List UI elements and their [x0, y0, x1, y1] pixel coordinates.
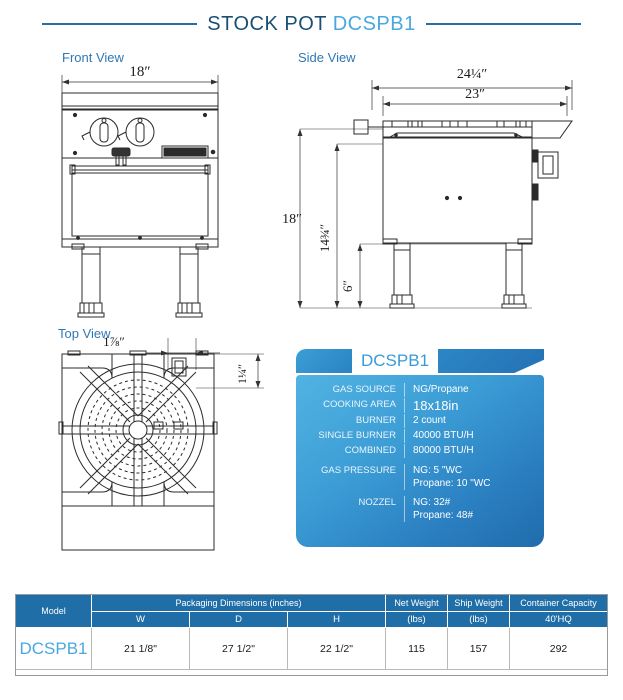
spec-key-combined: COMBINED — [344, 445, 396, 456]
side-view-body-height-dimension: 14¾″ — [317, 224, 332, 252]
spec-value-gas-source: NG/Propane — [404, 383, 534, 397]
col-header-ship-weight: Ship Weight — [447, 594, 510, 612]
spec-key-nozzel: NOZZEL — [358, 497, 396, 508]
page-title-model: DCSPB1 — [332, 12, 416, 35]
col-header-packaging-dimensions: Packaging Dimensions (inches) — [91, 594, 386, 612]
spec-value-gas-pressure-ng: NG: 5 "WC — [413, 465, 463, 476]
side-view-drawing: 24¼″ 23″ 18″ 14¾″ 6″ — [282, 67, 573, 309]
spec-card-model-title: DCSPB1 — [352, 349, 439, 373]
spec-value-gas-pressure: NG: 5 "WC Propane: 10 "WC — [404, 464, 534, 490]
specifications-card: DCSPB1 GAS SOURCE NG/Propane COOKING ARE… — [296, 349, 544, 547]
col-header-net-weight-unit: (lbs) — [385, 611, 448, 628]
title-rule-left — [42, 23, 198, 25]
packaging-table-head: Model Packaging Dimensions (inches) Net … — [15, 594, 608, 628]
spec-key-gas-pressure: GAS PRESSURE — [321, 465, 396, 476]
side-view-body-depth-dimension: 23″ — [465, 87, 485, 102]
spec-key-burner: BURNER — [355, 415, 396, 426]
spec-value-nozzel-propane: Propane: 48# — [413, 510, 474, 521]
col-header-net-weight-text: Net Weight — [394, 598, 439, 608]
table-header-row: Model Packaging Dimensions (inches) Net … — [15, 594, 608, 628]
col-header-height: H — [287, 611, 386, 628]
col-header-net-weight: Net Weight — [385, 594, 448, 612]
col-header-model: Model — [15, 594, 92, 628]
page-title-main: STOCK POT — [207, 12, 327, 35]
spec-key-single-burner: SINGLE BURNER — [318, 430, 396, 441]
side-view-overall-depth-dimension: 24¼″ — [457, 67, 488, 82]
table-subheader-row: W D H (lbs) (lbs) 40'HQ — [16, 611, 608, 628]
spec-value-burner: 2 count — [404, 414, 534, 428]
packaging-table-body: DCSPB1 21 1/8" 27 1/2" 22 1/2" 115 157 2… — [15, 627, 608, 670]
spec-rows: GAS SOURCE NG/Propane COOKING AREA 18x18… — [296, 383, 534, 522]
spec-value-nozzel: NG: 32# Propane: 48# — [404, 496, 534, 522]
spec-value-combined: 80000 BTU/H — [404, 444, 534, 458]
front-view-label: Front View — [62, 50, 124, 65]
col-header-width: W — [91, 611, 190, 628]
specifications-list: GAS SOURCE NG/Propane COOKING AREA 18x18… — [296, 375, 544, 547]
spec-row: NOZZEL NG: 32# Propane: 48# — [296, 496, 534, 522]
side-view-overall-height-dimension: 18″ — [282, 212, 302, 227]
spec-header-right-band — [438, 349, 544, 373]
page-title-bar: STOCK POT DCSPB1 — [0, 8, 623, 40]
spec-row: COMBINED 80000 BTU/H — [296, 444, 534, 458]
cell-ship-weight: 157 — [447, 627, 510, 670]
packaging-dimensions-table: Model Packaging Dimensions (inches) Net … — [15, 594, 608, 670]
spec-value-cooking-area: 18x18in — [404, 398, 534, 413]
spec-row: GAS PRESSURE NG: 5 "WC Propane: 10 "WC — [296, 464, 534, 490]
col-header-ship-weight-text: Ship Weight — [454, 598, 503, 608]
cell-model: DCSPB1 — [15, 627, 92, 670]
front-view-drawing: 18″ — [61, 64, 219, 318]
page-title: STOCK POT DCSPB1 — [207, 13, 415, 36]
col-header-ship-weight-unit: (lbs) — [447, 611, 510, 628]
cell-width: 21 1/8" — [91, 627, 190, 670]
spec-value-gas-pressure-propane: Propane: 10 "WC — [413, 478, 491, 489]
col-header-container-capacity: Container Capacity — [509, 594, 608, 612]
cell-height: 22 1/2" — [287, 627, 386, 670]
specifications-card-header: DCSPB1 — [296, 349, 544, 373]
cell-net-weight: 115 — [385, 627, 448, 670]
table-row: DCSPB1 21 1/8" 27 1/2" 22 1/2" 115 157 2… — [15, 627, 608, 670]
spec-row: BURNER 2 count — [296, 414, 534, 428]
side-view-label: Side View — [298, 50, 356, 65]
side-view-leg-height-dimension: 6″ — [340, 280, 355, 292]
col-header-depth: D — [189, 611, 288, 628]
cell-depth: 27 1/2" — [189, 627, 288, 670]
top-view-drawing: 1⅞″ 1¼″ — [58, 334, 264, 551]
spec-row: SINGLE BURNER 40000 BTU/H — [296, 429, 534, 443]
spec-row: GAS SOURCE NG/Propane — [296, 383, 534, 397]
top-view-label: Top View — [58, 326, 111, 341]
top-view-horizontal-dimension: 1⅞″ — [103, 334, 125, 349]
cell-container-capacity: 292 — [509, 627, 608, 670]
col-header-container-capacity-text: Container Capacity — [520, 598, 597, 608]
spec-key-cooking-area: COOKING AREA — [323, 399, 396, 410]
spec-header-left-band — [296, 349, 352, 373]
front-view-width-dimension: 18″ — [129, 64, 150, 80]
spec-value-single-burner: 40000 BTU/H — [404, 429, 534, 443]
spec-value-nozzel-ng: NG: 32# — [413, 497, 451, 508]
title-rule-right — [425, 23, 581, 25]
top-view-vertical-dimension: 1¼″ — [235, 364, 249, 384]
spec-row: COOKING AREA 18x18in — [296, 398, 534, 413]
spec-key-gas-source: GAS SOURCE — [332, 384, 396, 395]
col-header-container-capacity-unit: 40'HQ — [509, 611, 608, 628]
